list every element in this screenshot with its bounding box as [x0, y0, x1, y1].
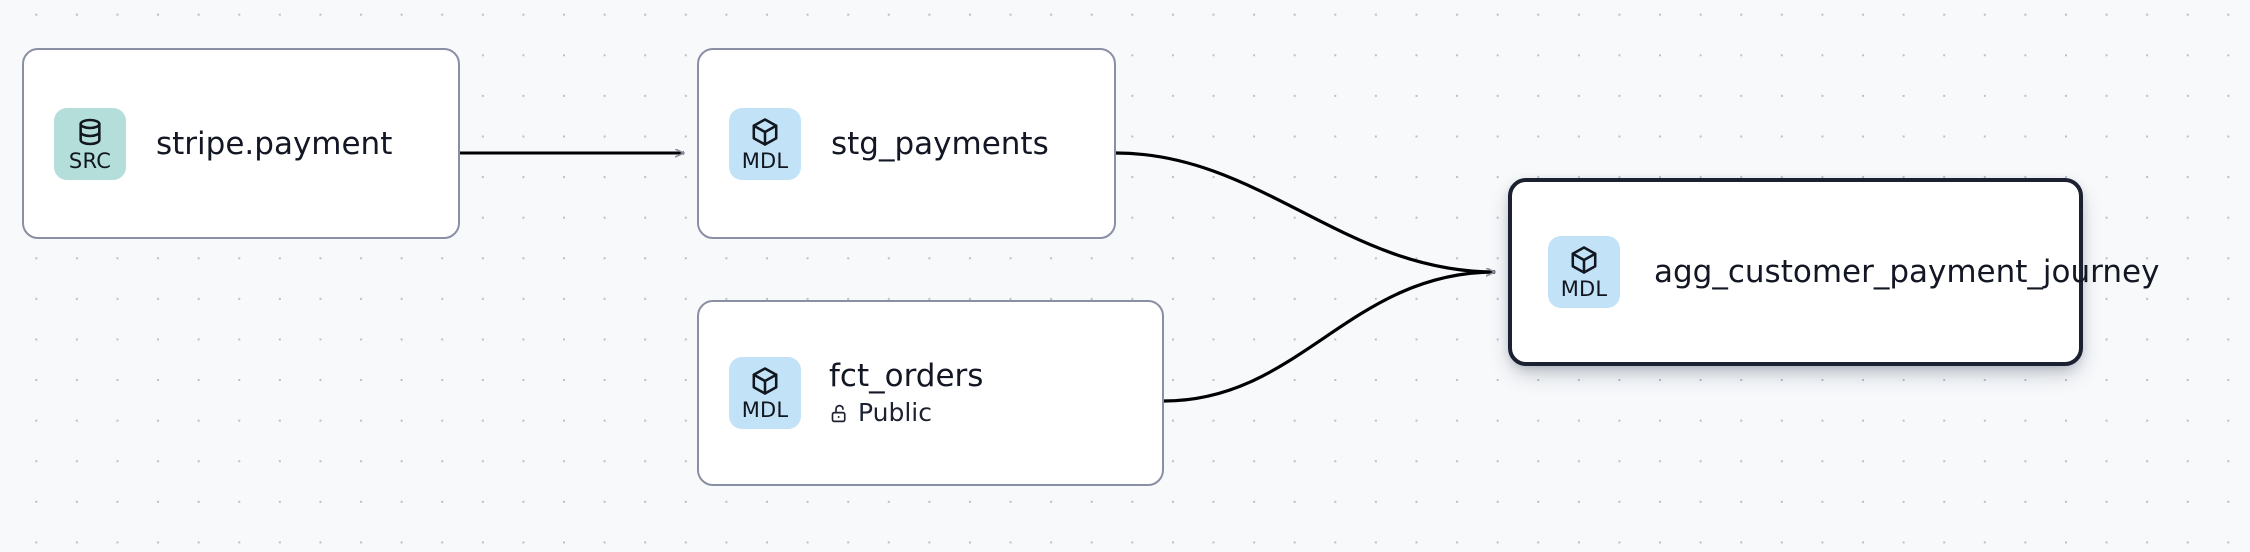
- source-type-badge: SRC: [54, 107, 126, 180]
- visibility-badge: Public: [829, 397, 983, 429]
- node-fct-orders[interactable]: MDL fct_orders Public: [697, 300, 1164, 486]
- node-title: stg_payments: [831, 125, 1049, 162]
- node-text-block: fct_orders Public: [829, 357, 983, 429]
- node-stg-payments[interactable]: MDL stg_payments: [697, 48, 1116, 239]
- cube-icon: [749, 365, 781, 397]
- unlock-icon: [829, 403, 850, 424]
- node-title: agg_customer_payment_journey: [1654, 254, 2160, 290]
- model-type-badge: MDL: [1548, 236, 1620, 308]
- node-text-block: stripe.payment: [156, 125, 392, 163]
- node-title: stripe.payment: [156, 125, 393, 162]
- badge-label: MDL: [741, 148, 789, 173]
- badge-label: SRC: [68, 148, 112, 173]
- node-text-block: agg_customer_payment_journey: [1654, 253, 2160, 291]
- node-stripe-payment[interactable]: SRC stripe.payment: [22, 48, 460, 239]
- badge-label: MDL: [1560, 277, 1608, 301]
- visibility-label: Public: [858, 398, 932, 427]
- cube-icon: [749, 116, 781, 148]
- badge-label: MDL: [741, 398, 789, 422]
- node-agg-customer-payment-journey[interactable]: MDL agg_customer_payment_journey: [1508, 178, 2160, 366]
- model-type-badge: MDL: [729, 357, 801, 429]
- node-text-block: stg_payments: [831, 125, 1049, 163]
- edge-fct-orders-to-agg: [1163, 272, 1495, 403]
- cube-icon: [1568, 244, 1600, 276]
- database-icon: [74, 116, 106, 148]
- edge-stg-payments-to-agg: [1115, 151, 1495, 272]
- model-type-badge: MDL: [729, 107, 801, 180]
- node-title: fct_orders: [829, 358, 984, 394]
